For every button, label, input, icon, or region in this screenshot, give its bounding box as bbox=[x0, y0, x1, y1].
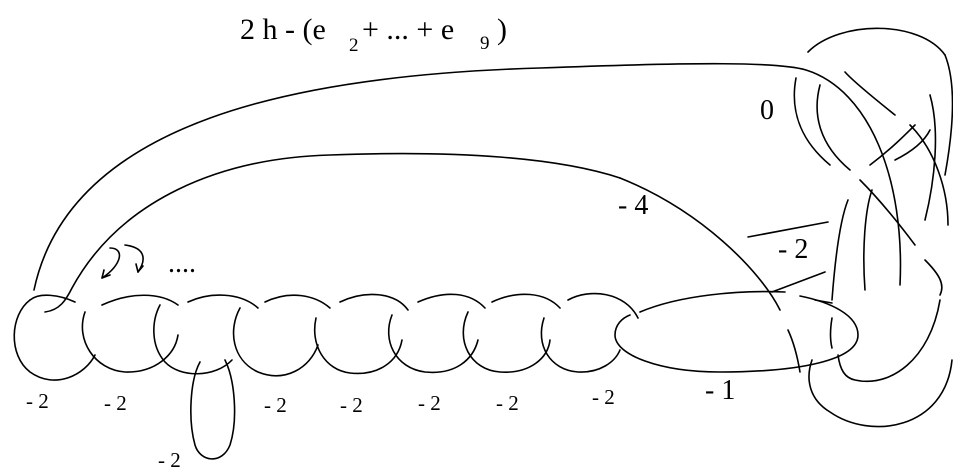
chain-label-4: - 2 bbox=[340, 393, 363, 417]
title-lead: 2 h - (e bbox=[240, 13, 326, 46]
chain-label-3: - 2 bbox=[264, 393, 287, 417]
hanging-label: - 2 bbox=[158, 448, 181, 469]
title-mid: + ... + e bbox=[362, 13, 454, 46]
slide-arrows bbox=[101, 244, 144, 279]
label-minus-one: - 1 bbox=[705, 375, 735, 406]
curved-arrow-left-icon bbox=[101, 247, 121, 279]
diagram-title: 2 h - (e 2 + ... + e 9 ) bbox=[240, 13, 507, 56]
outer-arc-curve bbox=[33, 62, 902, 291]
label-zero: 0 bbox=[760, 95, 774, 126]
minus-four-arc-curve bbox=[619, 177, 781, 311]
title-subscript-9: 9 bbox=[480, 33, 490, 54]
chain-label-7: - 2 bbox=[592, 385, 615, 409]
label-minus-four: - 4 bbox=[618, 190, 648, 221]
title-tail: ) bbox=[497, 13, 507, 46]
hanging-unknot bbox=[190, 359, 236, 460]
label-dots: .... bbox=[168, 248, 196, 279]
title-subscript-2: 2 bbox=[349, 35, 359, 56]
right-knot bbox=[793, 27, 953, 428]
chain-label-1: - 2 bbox=[26, 389, 49, 413]
minus-four-arc-end bbox=[787, 329, 801, 373]
chain-label-6: - 2 bbox=[496, 391, 519, 415]
chain-label-5: - 2 bbox=[418, 391, 441, 415]
minus-one-unknot bbox=[614, 290, 859, 373]
chain-of-unknots bbox=[13, 292, 639, 381]
bridge-bottom-line bbox=[771, 271, 826, 293]
label-minus-two-bridge: - 2 bbox=[778, 234, 808, 265]
bridge-top-line bbox=[747, 221, 829, 238]
chain-label-2: - 2 bbox=[104, 391, 127, 415]
outer-arc-inner-strand bbox=[44, 152, 621, 313]
